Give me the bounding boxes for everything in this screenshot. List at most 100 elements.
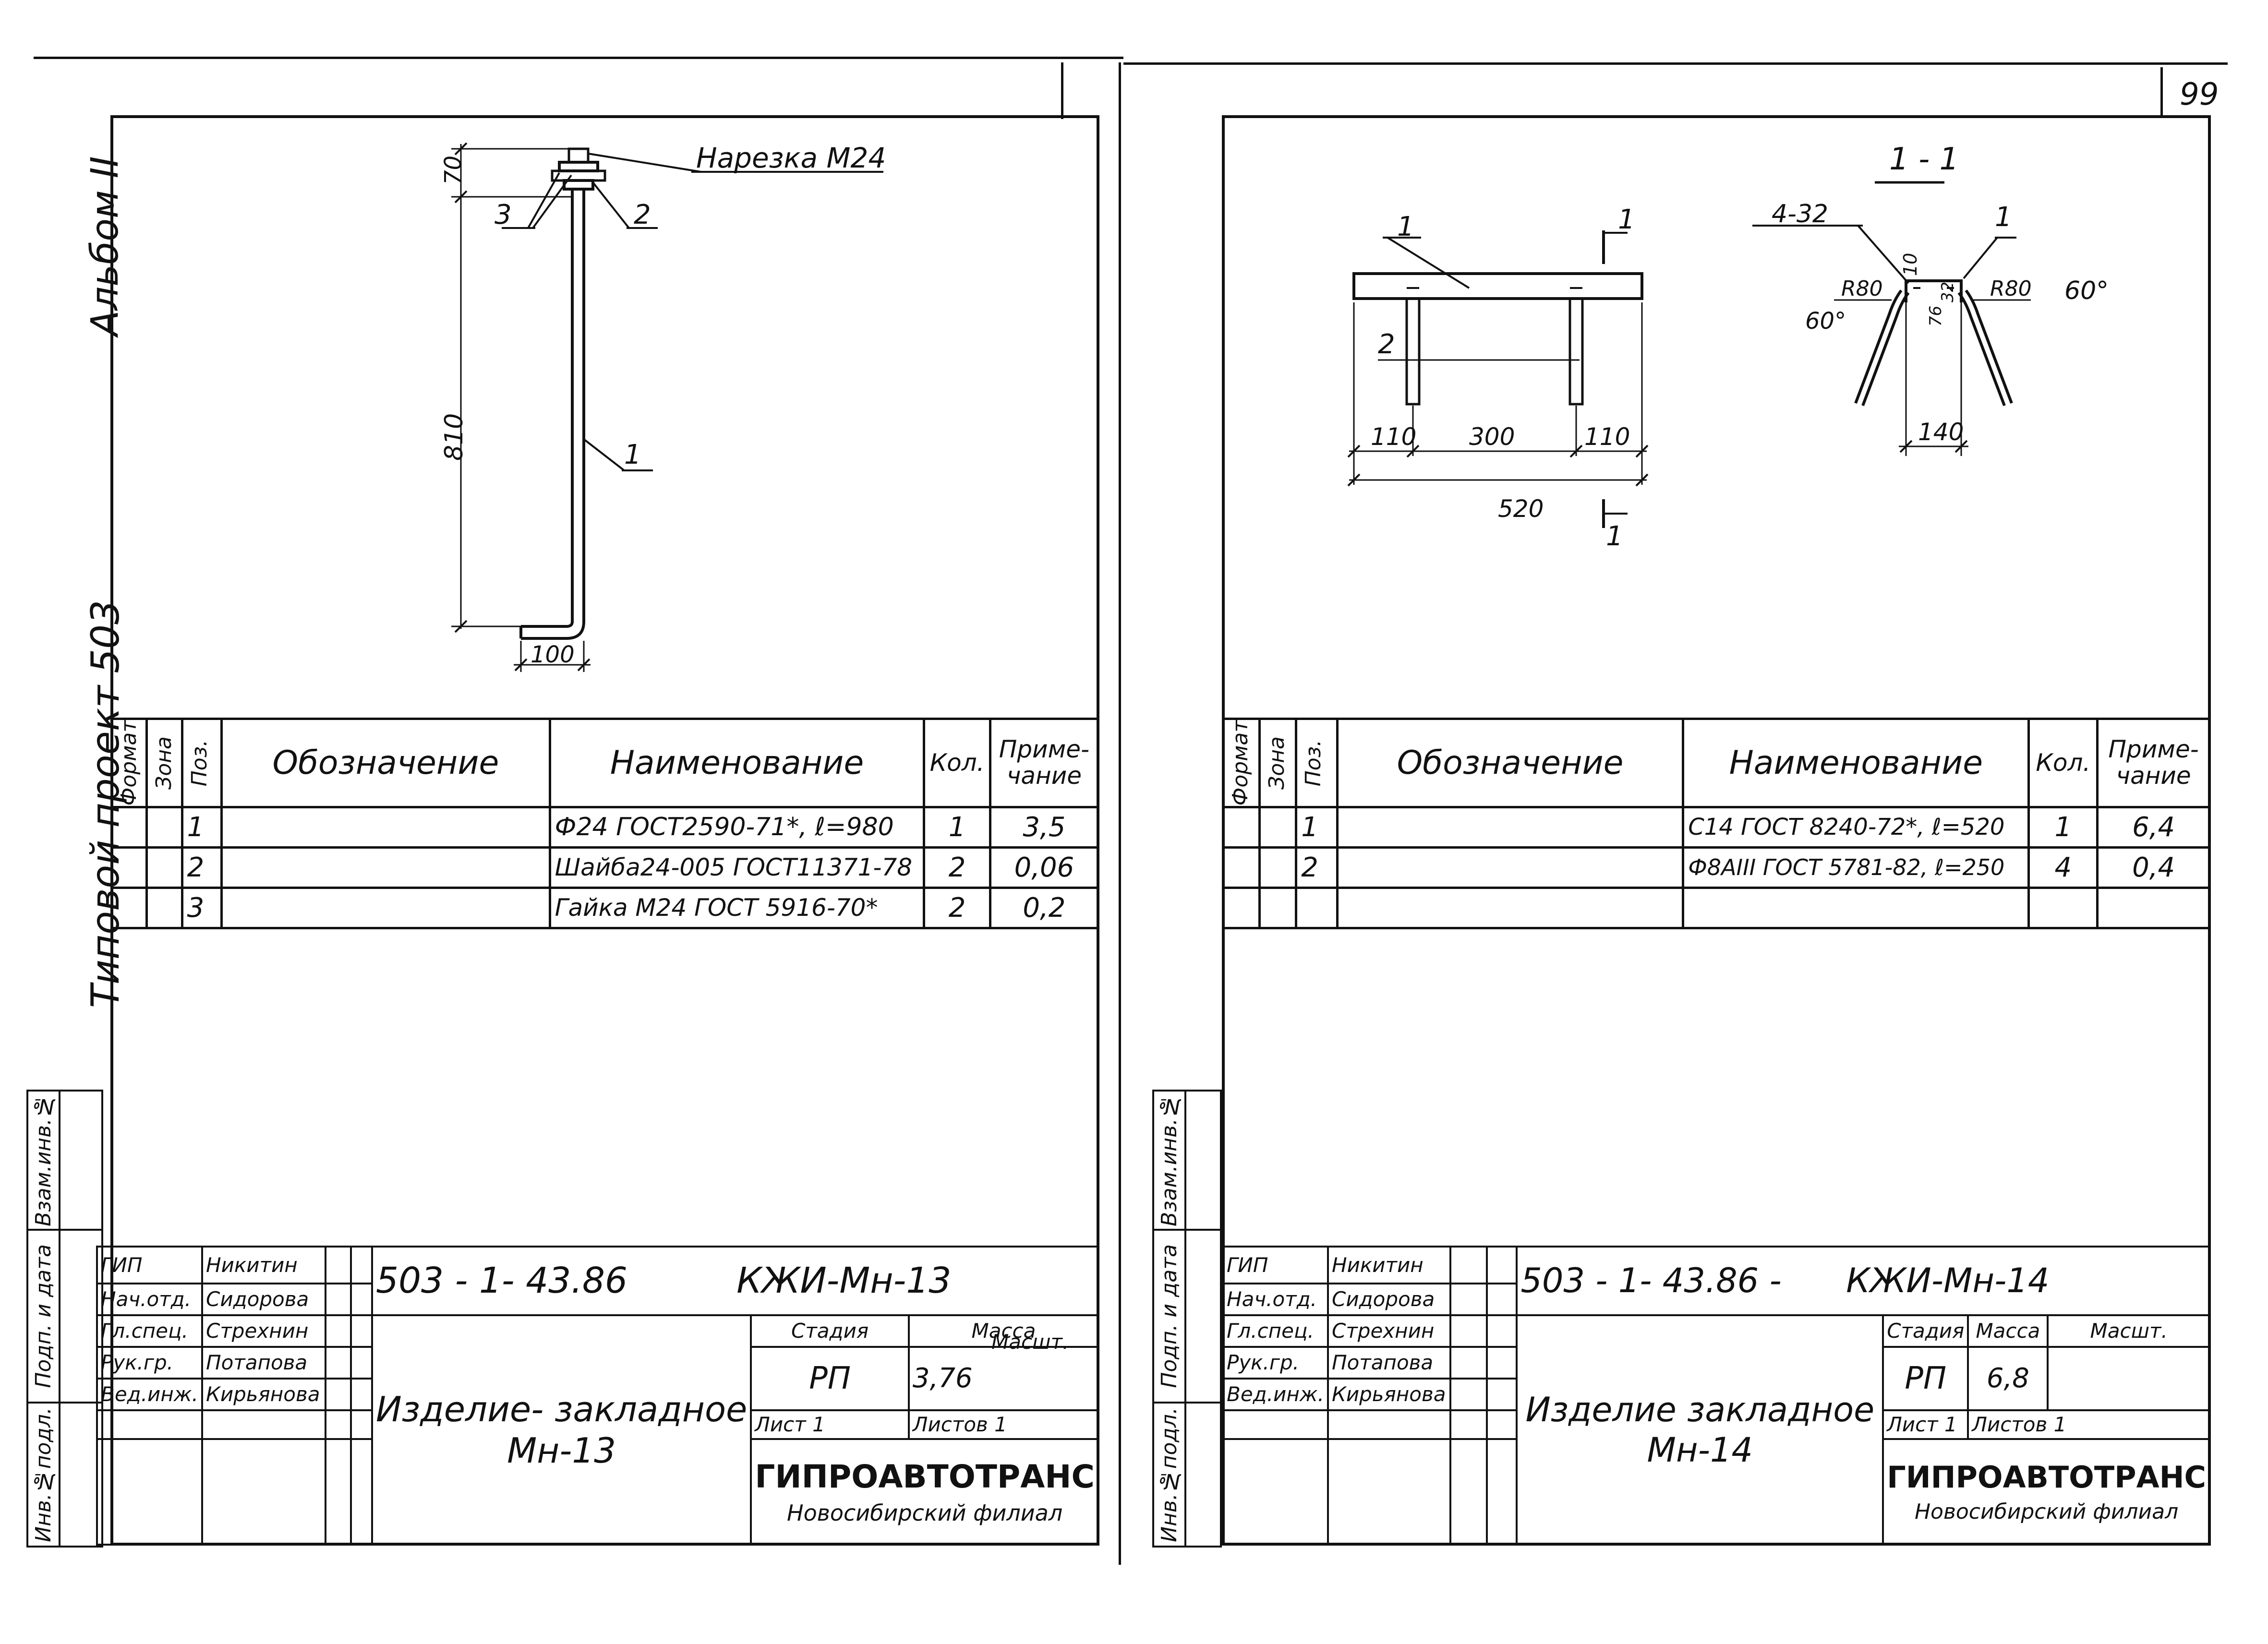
top-rule-left [34, 57, 1123, 59]
tb-signature [324, 1345, 352, 1380]
row-qty: 2 [923, 846, 991, 889]
row-note: 0,2 [989, 886, 1100, 929]
tb-doc-line: 503 - 1- 43.86 - КЖИ-Мн-14 [1516, 1246, 2211, 1316]
tb-person: Стрехнин [201, 1314, 326, 1348]
stamp-vzam: Взам.инв.№ [1157, 1093, 1182, 1226]
tb-scale-label: Масшт. [2047, 1314, 2211, 1348]
tb-title: Изделие закладное Мн-14 [1516, 1314, 1884, 1546]
row-name: Гайка М24 ГОСТ 5916-70* [548, 886, 926, 929]
weld-mark: 4-32 [1772, 200, 1829, 228]
tb-mass: 3,76 [907, 1345, 1100, 1411]
spec-row: 2 Шайба24-005 ГОСТ11371-78 2 0,06 [110, 846, 1100, 889]
hdr-pos: Поз. [1301, 739, 1326, 786]
tb-doc-mark: КЖИ-Мн-14 [1846, 1261, 2050, 1301]
tb-signature [324, 1246, 352, 1284]
dim-10: 10 [1900, 252, 1921, 276]
left-pos-1: 1 [624, 439, 641, 470]
row-pos: 1 [181, 805, 223, 849]
tb-sheet: Лист 1 [1882, 1409, 1969, 1440]
callout-thread: Нарезка M24 [696, 142, 886, 174]
tb-doc-code: 503 - 1- 43.86 - [1520, 1261, 1782, 1301]
tb-role: Вед.инж. [96, 1377, 203, 1411]
hdr-designation: Обозначение [1336, 718, 1685, 808]
spec-header-row: Формат Зона Поз. Обозначение Наименовани… [110, 718, 1100, 808]
hdr-qty: Кол. [2027, 718, 2099, 808]
tb-signature [324, 1377, 352, 1411]
cut-mark-top: 1 [1618, 204, 1635, 235]
row-note: 0,06 [989, 846, 1100, 889]
tb-branch: Новосибирский филиал [787, 1500, 1063, 1526]
sheet-separator [1119, 62, 1121, 1565]
tb-person: Стрехнин [1327, 1314, 1451, 1348]
left-side-stamp: Взам.инв.№ Подп. и дата Инв.№подл. [26, 1090, 103, 1548]
dim-140: 140 [1918, 418, 1964, 446]
tb-person: Потапова [201, 1345, 326, 1380]
tb-role: Вед.инж. [1222, 1377, 1329, 1411]
tb-sheets: Листов 1 [1967, 1409, 2211, 1440]
row-name: Ф8АIII ГОСТ 5781-82, ℓ=250 [1682, 846, 2030, 889]
tb-person: Сидорова [1327, 1282, 1451, 1316]
tb-doc-code: 503 - 1- 43.86 [375, 1260, 628, 1302]
row-pos: 3 [181, 886, 223, 929]
spec-row [1221, 886, 2211, 929]
tb-person: Потапова [1327, 1345, 1451, 1380]
dim-32: 32 [1938, 281, 1957, 302]
tb-stage-label: Стадия [1882, 1314, 1969, 1348]
hdr-name: Наименование [1682, 718, 2030, 808]
stamp-vzam: Взам.инв.№ [31, 1093, 56, 1226]
section-label: 1 - 1 [1889, 142, 1959, 177]
tb-signature [324, 1282, 352, 1316]
r80-left: R80 [1841, 276, 1883, 301]
tb-signature [1449, 1246, 1488, 1284]
row-name: Шайба24-005 ГОСТ11371-78 [548, 846, 926, 889]
stamp-inv: Инв.№подл. [31, 1407, 56, 1542]
tb-org: ГИПРОАВТОТРАНС [755, 1458, 1095, 1495]
tb-role: ГИП [1222, 1246, 1329, 1284]
right-pos-1: 1 [1397, 211, 1414, 242]
tb-scale-label: Масшт. [991, 1330, 1069, 1354]
row-name: Ф24 ГОСТ2590-71*, ℓ=980 [548, 805, 926, 849]
tb-org-cell: ГИПРОАВТОТРАНС Новосибирский филиал [750, 1438, 1099, 1546]
hdr-note: Приме- чание [2096, 718, 2211, 808]
tb-stage-label: Стадия [750, 1314, 910, 1348]
top-rule-right [1123, 62, 2228, 65]
right-pos-2: 2 [1378, 329, 1395, 360]
row-qty: 1 [2027, 805, 2099, 849]
row-note: 3,5 [989, 805, 1100, 849]
spec-row: 1 С14 ГОСТ 8240-72*, ℓ=520 1 6,4 [1221, 805, 2211, 849]
tb-stage: РП [1882, 1345, 1969, 1411]
tb-scale [2047, 1345, 2211, 1411]
spec-row: 3 Гайка М24 ГОСТ 5916-70* 2 0,2 [110, 886, 1100, 929]
hdr-note: Приме- чание [989, 718, 1100, 808]
spec-row: 2 Ф8АIII ГОСТ 5781-82, ℓ=250 4 0,4 [1221, 846, 2211, 889]
row-pos: 2 [1295, 846, 1339, 889]
tb-org: ГИПРОАВТОТРАНС [1887, 1460, 2206, 1495]
tb-mass: 6,8 [1967, 1345, 2049, 1411]
tb-signature [324, 1314, 352, 1348]
dim-110-left: 110 [1371, 423, 1417, 451]
dim-110-right: 110 [1584, 423, 1630, 451]
row-qty: 1 [923, 805, 991, 849]
tb-role: Рук.гр. [96, 1345, 203, 1380]
dim-300: 300 [1469, 423, 1515, 451]
hdr-designation: Обозначение [220, 718, 551, 808]
r80-right: R80 [1990, 276, 2032, 301]
dim-76: 76 [1926, 305, 1945, 326]
angle-right: 60° [2064, 276, 2109, 305]
tb-person: Кирьянова [201, 1377, 326, 1411]
tb-org-cell: ГИПРОАВТОТРАНС Новосибирский филиал [1882, 1438, 2211, 1546]
left-pos-2: 2 [634, 199, 651, 230]
page-number: 99 [2180, 77, 2219, 112]
tb-person: Сидорова [201, 1282, 326, 1316]
stamp-inv: Инв.№подл. [1157, 1407, 1182, 1542]
tb-role: Рук.гр. [1222, 1345, 1329, 1380]
tb-signature [1449, 1314, 1488, 1348]
dim-810: 810 [440, 413, 469, 461]
tb-role: Гл.спец. [1222, 1314, 1329, 1348]
stamp-podp: Подп. и дата [31, 1244, 56, 1388]
right-spec-table: Формат Зона Поз. Обозначение Наименовани… [1221, 718, 2211, 929]
top-rule-divider [1061, 62, 1063, 119]
tb-role: Нач.отд. [96, 1282, 203, 1316]
row-note: 0,4 [2096, 846, 2211, 889]
hdr-zone: Зона [1265, 736, 1290, 790]
